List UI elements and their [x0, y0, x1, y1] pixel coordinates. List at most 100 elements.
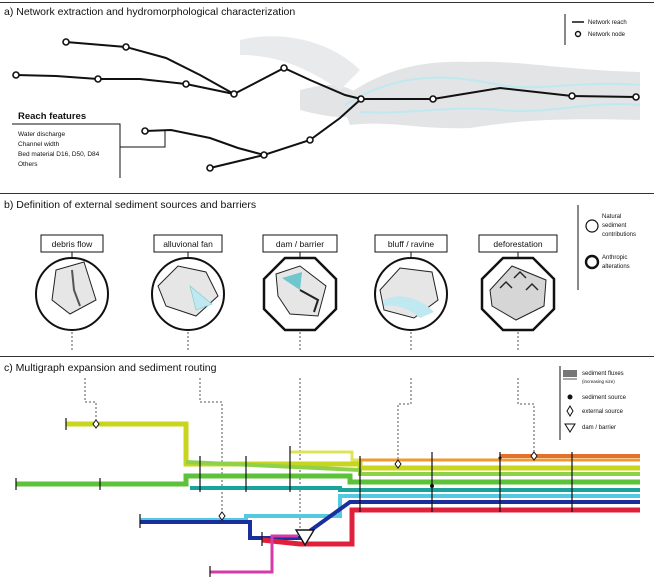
bluff-water [384, 296, 434, 318]
external-source-marker [92, 419, 100, 429]
panel-b-legend: Natural sediment contributions Anthropic… [577, 205, 636, 290]
routing-diagram [15, 378, 640, 577]
river-channel-1 [344, 76, 641, 106]
reach-features-heading: Reach features [18, 111, 86, 122]
network-node [182, 80, 190, 88]
source-bluff-ravine: bluff / ravine [374, 234, 448, 352]
external-source-marker [530, 451, 538, 461]
source-label: deforestation [493, 239, 542, 249]
reach-ticks [15, 418, 573, 577]
reach-feature-item: Channel width [18, 141, 60, 148]
source-label: debris flow [52, 239, 93, 249]
legend-flux-label: sediment fluxes [582, 371, 624, 377]
reach-features-connector [120, 131, 166, 148]
panel-a-title: a) Network extraction and hydromorpholog… [4, 6, 296, 18]
external-source-marker [218, 511, 226, 521]
network-node [306, 136, 314, 144]
network-reach-4 [144, 98, 362, 157]
panel-c-legend: sediment fluxes (increasing size) sedime… [559, 366, 627, 440]
legend-natural-line3: contributions [602, 232, 636, 238]
source-alluvional-fan: alluvional fan [151, 234, 225, 352]
reach-feature-item: Bed material D16, D50, D84 [18, 151, 100, 158]
network-nodes [12, 38, 640, 172]
legend-natural-line1: Natural [602, 214, 621, 220]
source-debris-flow: debris flow [35, 234, 109, 352]
legend-dam-label: dam / barrier [582, 425, 616, 431]
source-label: dam / barrier [276, 239, 324, 249]
flux-blue [140, 500, 640, 540]
river-band-upper [240, 36, 360, 90]
dashed-link [517, 378, 535, 456]
reach-features-box: Reach features Water discharge Channel w… [12, 111, 166, 178]
legend-dam-icon [564, 423, 576, 433]
network-node [206, 164, 214, 172]
legend-flux-icon [563, 370, 577, 377]
network-node [230, 90, 238, 98]
legend-natural-line2: sediment [602, 223, 627, 229]
network-node [62, 38, 70, 46]
sediment-source-dot [498, 456, 502, 460]
network-node [141, 127, 149, 135]
legend-node-label: Network node [588, 32, 626, 38]
source-label: alluvional fan [163, 239, 213, 249]
dam-water [282, 272, 302, 290]
reach-feature-item: Water discharge [18, 131, 65, 138]
river-channel-2 [359, 102, 641, 114]
source-dam-barrier: dam / barrier [262, 234, 338, 352]
flux-teal [190, 486, 640, 492]
panel-a-top-rule [0, 2, 654, 3]
legend-external-icon [566, 405, 574, 417]
flux-red [261, 507, 640, 547]
legend-anthropic-line2: alterations [602, 264, 630, 270]
flux-magenta [210, 534, 298, 574]
flux-green [16, 473, 640, 487]
network-node [280, 64, 288, 72]
legend-natural-label: Natural sediment contributions [602, 214, 636, 238]
network-node [632, 93, 640, 101]
panel-a-legend: Network reach Network node [564, 14, 627, 45]
legend-anthropic-line1: Anthropic [602, 255, 627, 261]
debris-flow-channel [71, 269, 81, 307]
legend-reach-label: Network reach [588, 20, 627, 26]
legend-anthropic-label: Anthropic alterations [602, 255, 630, 270]
sources-row: debris flow alluvional fan dam / barrier [35, 234, 558, 352]
dashed-link [199, 378, 223, 516]
deforestation-illustration [489, 265, 547, 321]
source-label: bluff / ravine [388, 239, 434, 249]
network-node [357, 95, 365, 103]
panel-b-divider [0, 356, 654, 357]
legend-flux-note: (increasing size) [582, 379, 615, 384]
network-reach-2 [15, 74, 235, 95]
dam-barrier-triangle [294, 529, 316, 547]
river-band [340, 61, 640, 129]
legend-flux-icon-thin [563, 378, 577, 380]
network-node [429, 95, 437, 103]
network-node [122, 43, 130, 51]
panel-b-title: b) Definition of external sediment sourc… [4, 199, 257, 211]
legend-natural-icon [585, 219, 599, 233]
network-reach-5 [209, 154, 265, 169]
deforestation-trees [499, 271, 539, 291]
network-node [94, 75, 102, 83]
dashed-link [84, 378, 97, 424]
fan-water [189, 285, 213, 311]
sediment-sources [430, 456, 502, 488]
legend-source-label: sediment source [582, 395, 627, 401]
river-network-diagram [12, 36, 641, 172]
panel-c-title: c) Multigraph expansion and sediment rou… [4, 362, 217, 374]
external-source-marker [394, 459, 402, 469]
network-node [568, 92, 576, 100]
legend-node-icon [574, 30, 582, 38]
legend-external-label: external source [582, 409, 624, 415]
reach-feature-item: Others [18, 161, 38, 168]
dam-wall [299, 289, 320, 313]
sediment-source-dot [430, 484, 434, 488]
legend-source-icon [567, 394, 573, 400]
dashed-link [397, 378, 412, 464]
dashed-links [84, 378, 535, 528]
reach-features-bracket [12, 123, 121, 178]
river-band-tributary [300, 85, 360, 118]
source-deforestation: deforestation [478, 234, 558, 352]
external-sources [92, 419, 538, 521]
